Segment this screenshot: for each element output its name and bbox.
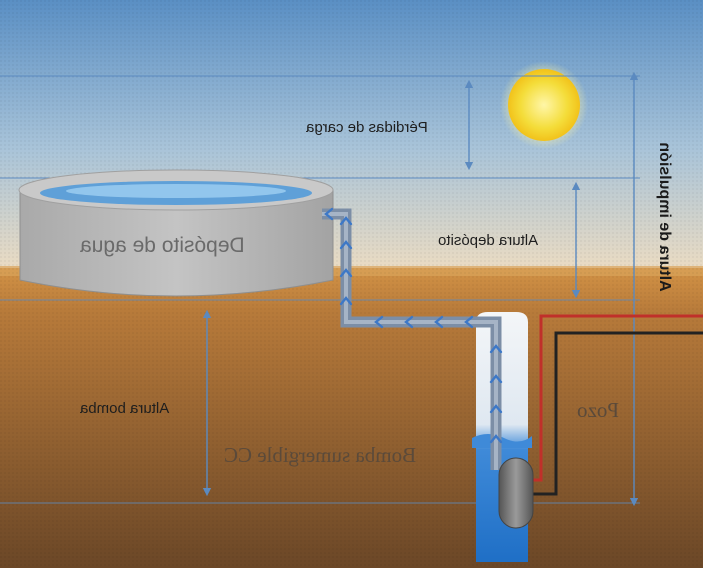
label-pozo: Pozo [577, 398, 619, 422]
water-tank [18, 169, 334, 297]
flow-arrows [324, 207, 503, 444]
label-altura-bomba: Altura bomba [80, 400, 170, 417]
sun-icon [508, 69, 580, 141]
red-wire [528, 314, 703, 482]
black-wire [528, 331, 703, 496]
label-perdidas-carga: Pérdidas de carga [306, 119, 428, 136]
submersible-pump [498, 457, 534, 529]
pipe-highlight [322, 212, 498, 470]
label-altura-deposito: Altura depósito [438, 232, 539, 249]
label-bomba-sumergible: Bomba sumergible CC [224, 443, 417, 467]
label-deposito-agua: Depósito de agua [80, 234, 245, 257]
label-altura-impulsion: Altura de impulsión [656, 142, 673, 292]
